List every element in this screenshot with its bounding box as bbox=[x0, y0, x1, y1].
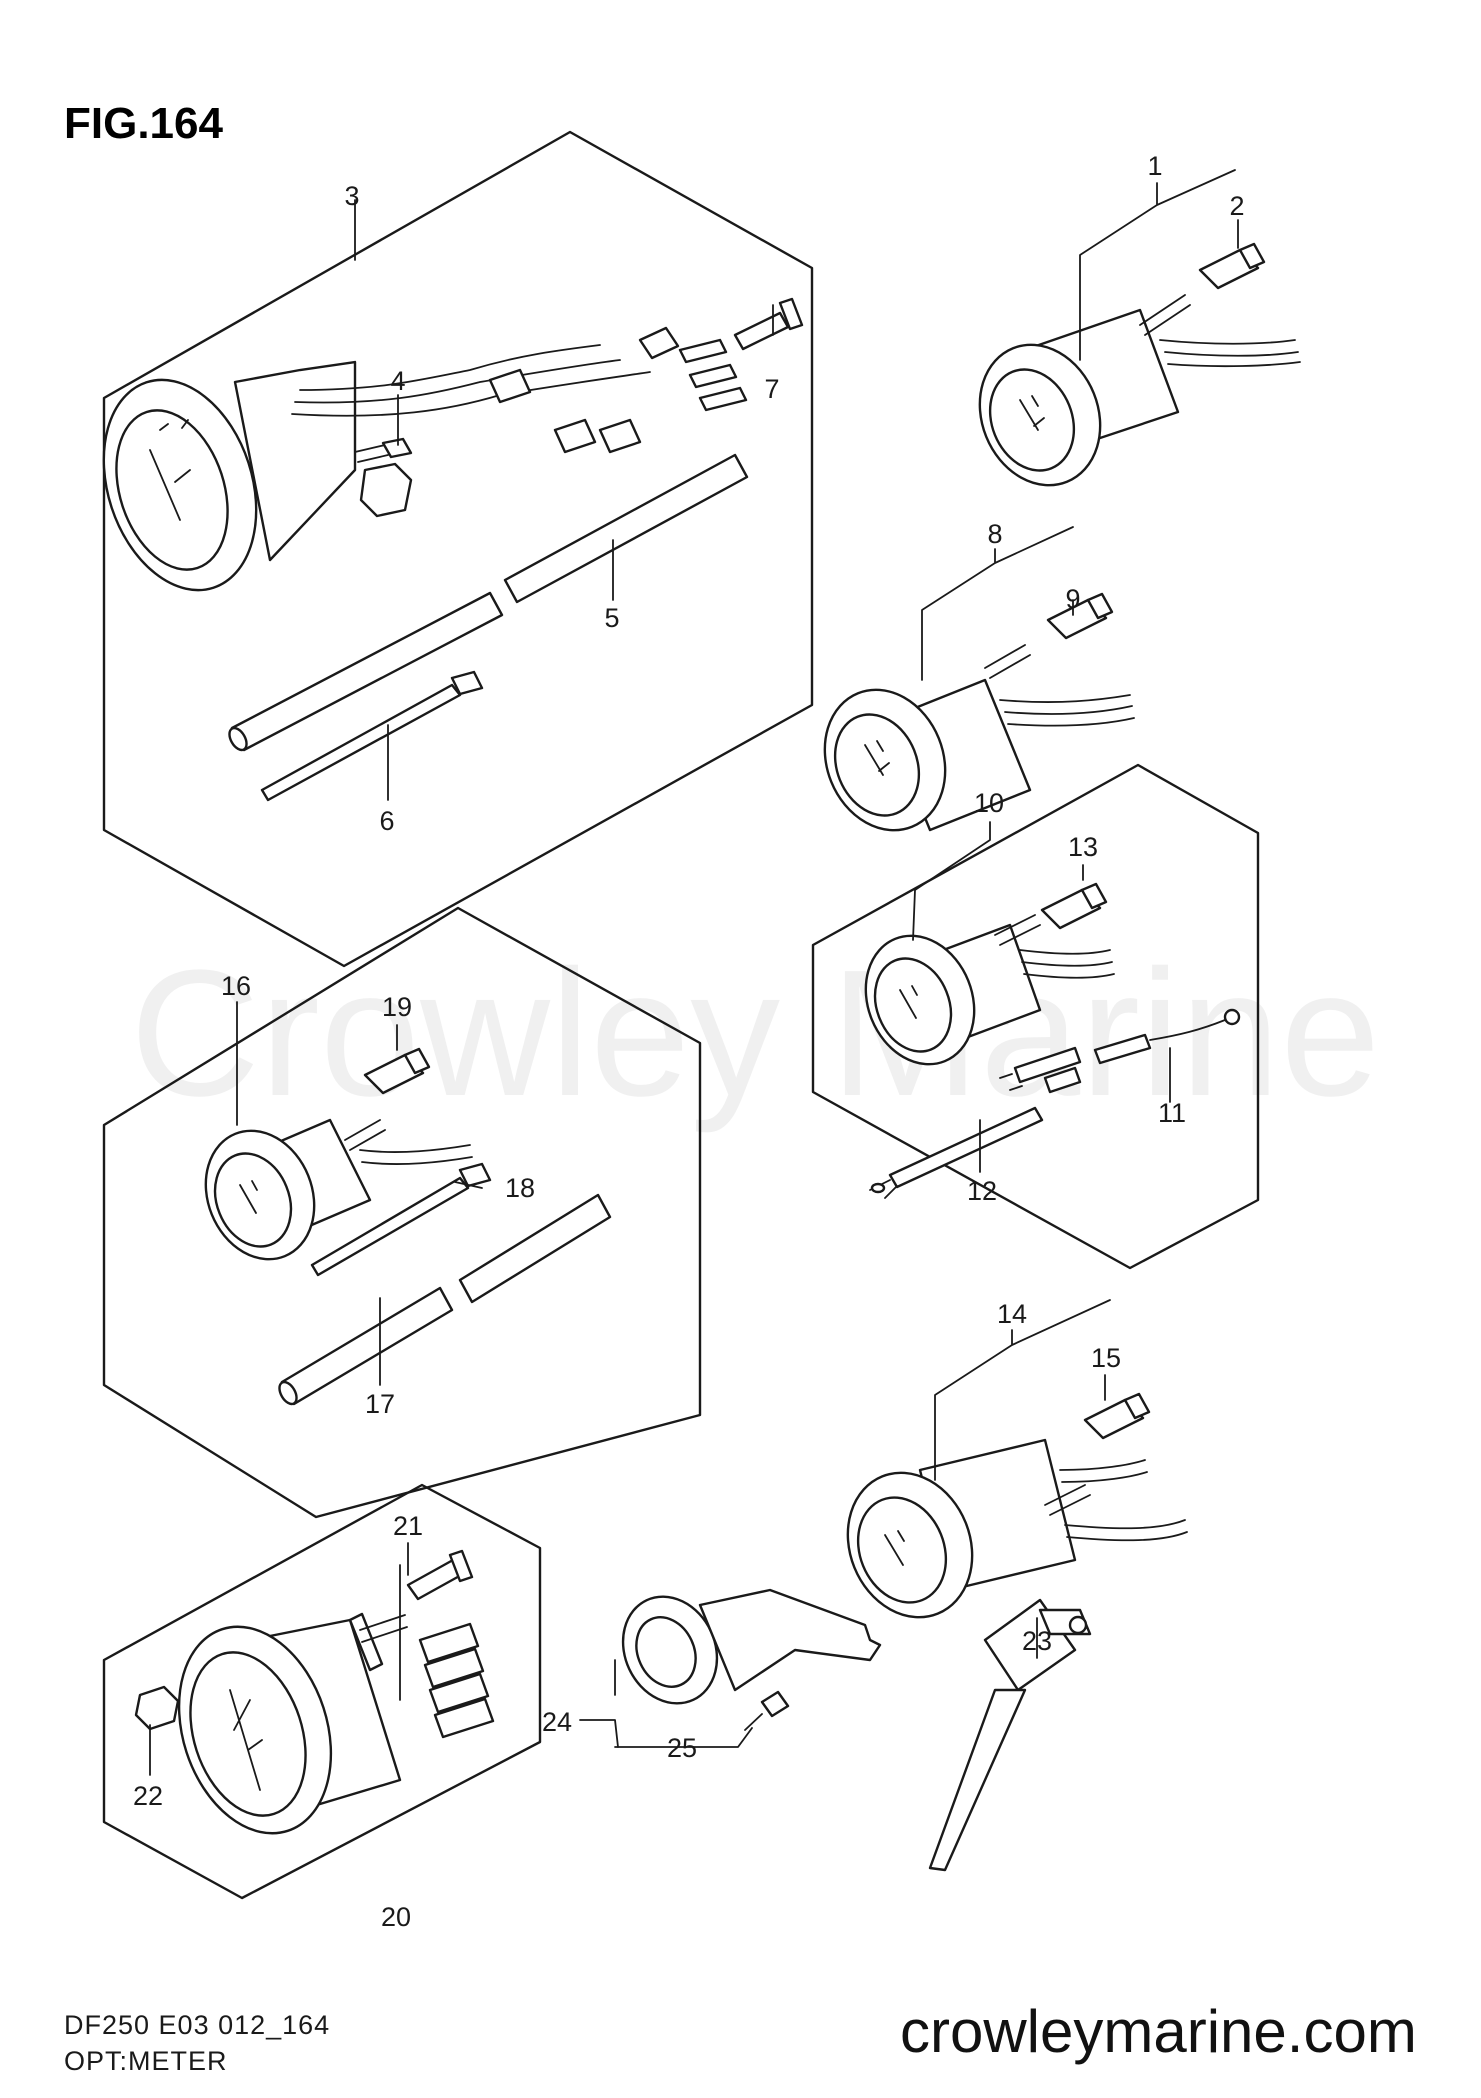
callout-7: 7 bbox=[764, 374, 779, 404]
callout-3: 3 bbox=[344, 181, 359, 211]
callout-10: 10 bbox=[974, 788, 1004, 818]
bulb-9 bbox=[1046, 592, 1114, 640]
callout-4: 4 bbox=[390, 366, 405, 396]
callout-14: 14 bbox=[997, 1299, 1027, 1329]
bulb-19 bbox=[363, 1047, 431, 1095]
sensor-23 bbox=[928, 1598, 1092, 1872]
cable-tie-6 bbox=[260, 670, 484, 802]
bulb-2 bbox=[1198, 242, 1266, 290]
screw-25 bbox=[744, 1690, 790, 1731]
callout-19: 19 bbox=[382, 992, 412, 1022]
callout-5: 5 bbox=[604, 603, 619, 633]
section-text: OPT:METER bbox=[64, 2046, 228, 2076]
bulb-15 bbox=[1083, 1392, 1151, 1440]
bulb-21 bbox=[406, 1549, 474, 1601]
harness-11 bbox=[999, 1008, 1241, 1094]
leader-lines bbox=[149, 169, 1239, 1776]
kit-box-3 bbox=[102, 130, 814, 968]
callout-11: 11 bbox=[1158, 1098, 1186, 1128]
figure-title: FIG.164 bbox=[64, 99, 223, 148]
callout-24: 24 bbox=[542, 1707, 572, 1737]
tube-5 bbox=[228, 453, 749, 752]
callout-15: 15 bbox=[1091, 1343, 1121, 1373]
model-code-text: DF250 E03 012_164 bbox=[64, 2010, 330, 2040]
watermark-text: Crowley Marine bbox=[130, 933, 1380, 1134]
kit-box-20 bbox=[102, 1483, 542, 1900]
website-text: crowleymarine.com bbox=[900, 1998, 1417, 2065]
kit-box-16 bbox=[102, 906, 702, 1519]
callout-21: 21 bbox=[393, 1511, 423, 1541]
callout-8: 8 bbox=[987, 519, 1002, 549]
gauge-1-assembly bbox=[978, 294, 1301, 487]
bulb-4 bbox=[359, 437, 413, 518]
callout-23: 23 bbox=[1022, 1626, 1052, 1656]
callout-13: 13 bbox=[1068, 832, 1098, 862]
callout-2: 2 bbox=[1229, 191, 1244, 221]
gauge-3-assembly bbox=[102, 326, 748, 592]
gauge-16-assembly bbox=[204, 1118, 473, 1261]
bulb-13 bbox=[1040, 882, 1108, 930]
gauge-14-assembly bbox=[846, 1438, 1188, 1619]
gauge-10-assembly bbox=[864, 914, 1115, 1066]
callout-18: 18 bbox=[505, 1173, 535, 1203]
bulb-22 bbox=[134, 1685, 180, 1731]
sender-24 bbox=[621, 1588, 882, 1705]
callout-12: 12 bbox=[967, 1176, 997, 1206]
tube-17 bbox=[278, 1193, 612, 1406]
callout-22: 22 bbox=[133, 1781, 163, 1811]
callout-9: 9 bbox=[1065, 584, 1080, 614]
callout-numbers: 1 2 3 4 5 6 7 8 9 10 11 12 13 14 15 16 1… bbox=[133, 151, 1245, 1932]
gauge-8-assembly bbox=[823, 644, 1135, 832]
clip-7 bbox=[733, 297, 804, 351]
callout-6: 6 bbox=[379, 806, 394, 836]
callout-25: 25 bbox=[667, 1733, 697, 1763]
callout-17: 17 bbox=[365, 1389, 395, 1419]
callout-1: 1 bbox=[1147, 151, 1162, 181]
kit-box-10 bbox=[811, 763, 1260, 1270]
harness-12 bbox=[869, 1106, 1044, 1199]
gauge-20-assembly bbox=[177, 1612, 495, 1835]
callout-16: 16 bbox=[221, 971, 251, 1001]
callout-20: 20 bbox=[381, 1902, 411, 1932]
cable-tie-18 bbox=[310, 1162, 492, 1277]
